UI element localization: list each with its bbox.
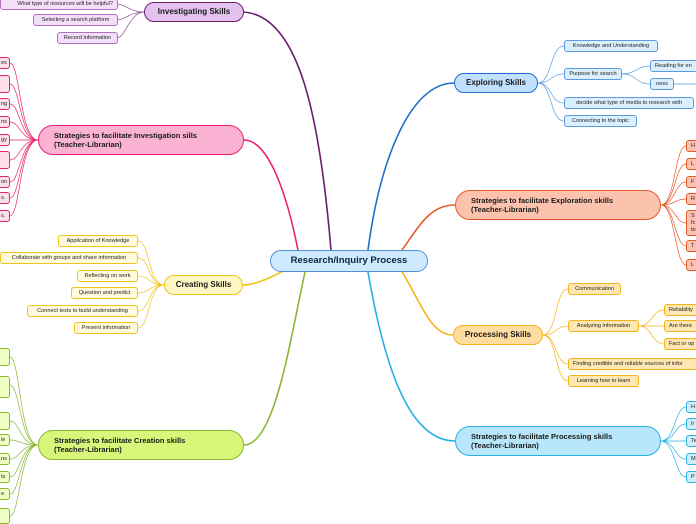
strat-exploration-leaf[interactable]: S fc to xyxy=(686,210,696,236)
processing-leaf-communication[interactable]: Communication xyxy=(568,283,621,295)
strat-investigation-leaf[interactable] xyxy=(0,151,10,169)
strat-processing-leaf[interactable]: H xyxy=(686,401,696,413)
strat-creation-leaf[interactable]: ts xyxy=(0,471,10,483)
strat-creation-leaf[interactable] xyxy=(0,348,10,366)
strat-processing-leaf[interactable]: Te xyxy=(686,435,696,447)
branch-strat-processing xyxy=(367,271,456,442)
strat-exploration-leaf[interactable]: T xyxy=(686,240,696,252)
investigating-leaf-search-platform[interactable]: Selecting a search platform xyxy=(33,14,118,26)
strat-investigation-leaf[interactable]: ng xyxy=(0,98,10,110)
strat-investigation-leaf[interactable]: s. xyxy=(0,210,10,222)
creating-leaf-application[interactable]: Application of Knowledge xyxy=(58,235,138,247)
processing-subleaf-fact-or-opinion[interactable]: Fact or op xyxy=(664,338,696,350)
branch-exploring xyxy=(367,82,455,251)
strat-creation-leaf[interactable] xyxy=(0,508,10,524)
processing-leaf-learning[interactable]: Learning how to learn xyxy=(568,375,639,387)
strat-creation-leaf[interactable]: le xyxy=(0,434,10,446)
strat-creation-leaf[interactable] xyxy=(0,412,10,430)
strat-investigation-leaf[interactable]: ns xyxy=(0,116,10,128)
strategies-processing-node[interactable]: Strategies to facilitate Processing skil… xyxy=(455,426,661,456)
exploring-subleaf-ness[interactable]: ness xyxy=(650,78,674,90)
strategies-investigation-title: Strategies to facilitate Investigation s… xyxy=(54,131,197,140)
strategies-creation-node[interactable]: Strategies to facilitate Creation skills… xyxy=(38,430,244,460)
exploring-leaf-knowledge[interactable]: Knowledge and Understanding xyxy=(564,40,658,52)
investigating-skills-node[interactable]: Investigating Skills xyxy=(144,2,244,22)
creating-leaf-connect-texts[interactable]: Connect texts to build understanding xyxy=(27,305,138,317)
branch-processing xyxy=(401,271,454,336)
strat-investigation-leaf[interactable]: es xyxy=(0,57,10,69)
branch-investigating xyxy=(242,11,332,251)
creating-skills-node[interactable]: Creating Skills xyxy=(164,275,243,295)
strat-exploration-leaf[interactable]: L xyxy=(686,259,696,271)
processing-subleaf-reliability[interactable]: Reliability xyxy=(664,304,696,316)
creating-leaf-reflecting[interactable]: Reflecting on work xyxy=(77,270,138,282)
branch-creating xyxy=(242,269,286,286)
strat-investigation-leaf[interactable]: s. xyxy=(0,192,10,204)
creating-leaf-collaborate[interactable]: Collaborate with groups and share inform… xyxy=(0,252,138,264)
strategies-creation-subtitle: (Teacher-Librarian) xyxy=(54,445,122,454)
strategies-exploration-subtitle: (Teacher-Librarian) xyxy=(471,205,539,214)
strat-exploration-leaf[interactable]: F xyxy=(686,176,696,188)
strat-exploration-leaf[interactable]: R xyxy=(686,193,696,205)
strat-investigation-leaf[interactable] xyxy=(0,75,10,93)
strategies-creation-title: Strategies to facilitate Creation skills xyxy=(54,436,186,445)
strat-creation-leaf[interactable] xyxy=(0,376,10,398)
processing-leaf-finding-sources[interactable]: Finding credible and reliable sources of… xyxy=(568,358,696,370)
strat-investigation-leaf[interactable]: gy xyxy=(0,134,10,146)
processing-subleaf-are-there[interactable]: Are there xyxy=(664,320,696,332)
creating-leaf-present[interactable]: Present information xyxy=(74,322,138,334)
strategies-exploration-title: Strategies to facilitate Exploration ski… xyxy=(471,196,614,205)
strategies-investigation-node[interactable]: Strategies to facilitate Investigation s… xyxy=(38,125,244,155)
central-topic[interactable]: Research/Inquiry Process xyxy=(270,250,428,272)
processing-skills-node[interactable]: Processing Skills xyxy=(453,325,543,345)
strat-processing-leaf[interactable]: M xyxy=(686,453,696,465)
strategies-processing-title: Strategies to facilitate Processing skil… xyxy=(471,432,613,441)
strat-creation-leaf[interactable]: ns xyxy=(0,453,10,465)
strat-processing-leaf[interactable]: Ir xyxy=(686,418,696,430)
strategies-investigation-subtitle: (Teacher-Librarian) xyxy=(54,140,122,149)
exploring-subleaf-reading[interactable]: Reading for en xyxy=(650,60,696,72)
strat-investigation-leaf[interactable]: on xyxy=(0,176,10,188)
exploring-leaf-media-type[interactable]: decide what type of media to research wi… xyxy=(564,97,694,109)
investigating-leaf-record-info[interactable]: Record information xyxy=(57,32,118,44)
strat-exploration-leaf[interactable]: H xyxy=(686,140,696,152)
strat-processing-leaf[interactable]: P xyxy=(686,471,696,483)
branch-strat-investigation xyxy=(243,139,299,251)
processing-leaf-analyzing[interactable]: Analyzing information xyxy=(568,320,639,332)
strat-exploration-leaf[interactable]: L xyxy=(686,158,696,170)
strategies-processing-subtitle: (Teacher-Librarian) xyxy=(471,441,539,450)
creating-leaf-question[interactable]: Question and predict xyxy=(71,287,138,299)
branch-strat-creation xyxy=(243,271,306,446)
investigating-leaf-resources[interactable]: What type of resources will be helpful? xyxy=(0,0,118,10)
strat-creation-leaf[interactable]: e. xyxy=(0,488,10,500)
exploring-leaf-purpose[interactable]: Purpose for search xyxy=(564,68,622,80)
strategies-exploration-node[interactable]: Strategies to facilitate Exploration ski… xyxy=(455,190,661,220)
branch-strat-exploration xyxy=(401,204,456,251)
exploring-leaf-connecting[interactable]: Connecting to the topic xyxy=(564,115,637,127)
exploring-skills-node[interactable]: Exploring Skills xyxy=(454,73,538,93)
